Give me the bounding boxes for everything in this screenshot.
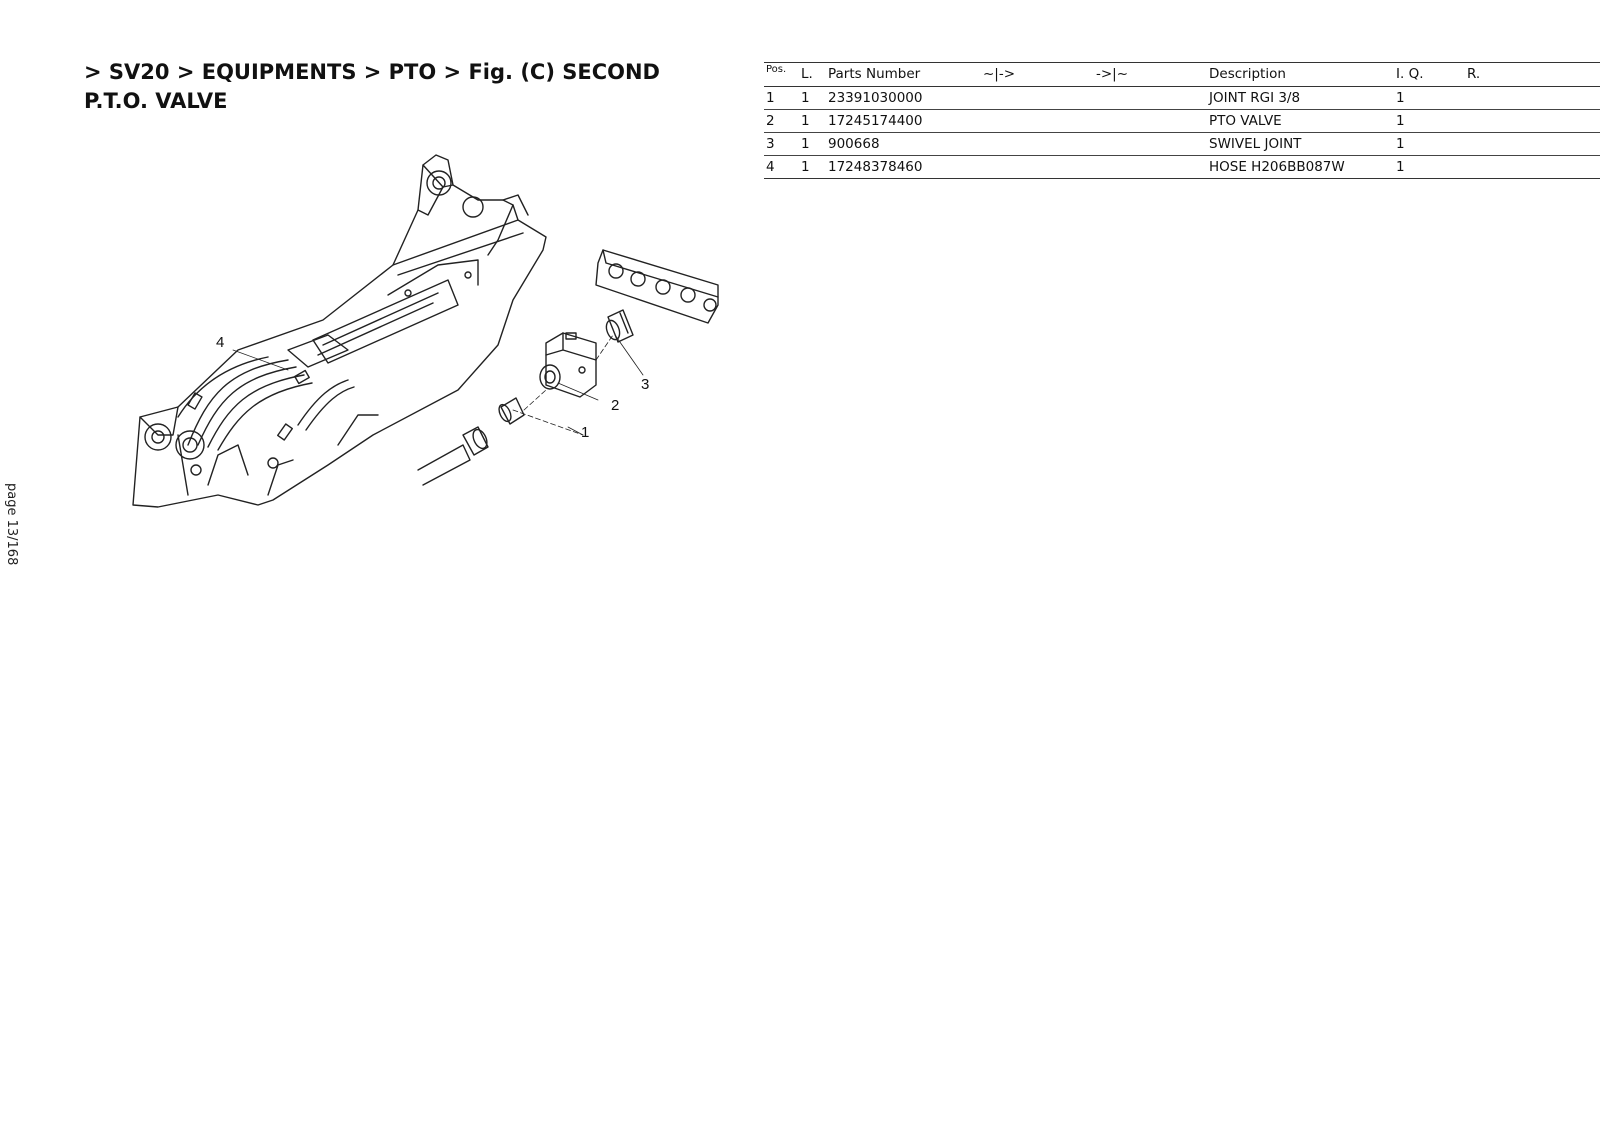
cell-l: 1 [799, 155, 826, 179]
header-description: Description [1207, 62, 1394, 87]
cell-description: SWIVEL JOINT [1207, 132, 1394, 156]
cell-to [1094, 155, 1207, 179]
cell-l: 1 [799, 109, 826, 133]
callout-1: 1 [581, 424, 589, 441]
cell-parts-number: 17248378460 [826, 155, 981, 179]
cell-from [981, 86, 1094, 110]
swivel-joint-illustration [605, 309, 634, 343]
cell-to [1094, 132, 1207, 156]
table-row: 2 1 17245174400 PTO VALVE 1 [764, 109, 1600, 133]
table-row: 4 1 17248378460 HOSE H206BB087W 1 [764, 155, 1600, 179]
cell-parts-number: 900668 [826, 132, 981, 156]
cell-pos: 2 [764, 109, 799, 133]
header-r: R. [1465, 62, 1600, 87]
callout-4: 4 [216, 334, 224, 351]
cell-to [1094, 109, 1207, 133]
cell-iq: 1 [1394, 155, 1465, 179]
pto-valve-illustration [539, 332, 597, 398]
cell-description: PTO VALVE [1207, 109, 1394, 133]
header-from: ~|-> [981, 62, 1094, 87]
cell-from [981, 132, 1094, 156]
cell-pos: 4 [764, 155, 799, 179]
cell-parts-number: 17245174400 [826, 109, 981, 133]
cell-description: HOSE H206BB087W [1207, 155, 1394, 179]
cell-description: JOINT RGI 3/8 [1207, 86, 1394, 110]
hose-end-illustration [417, 426, 489, 486]
cell-pos: 1 [764, 86, 799, 110]
cell-l: 1 [799, 86, 826, 110]
callout-3: 3 [641, 376, 649, 393]
joint-illustration [498, 397, 525, 425]
page-title: > SV20 > EQUIPMENTS > PTO > Fig. (C) SEC… [84, 60, 660, 113]
header-iq: I. Q. [1394, 62, 1465, 87]
hose-bundle-illustration [177, 356, 355, 451]
header-to: ->|~ [1094, 62, 1207, 87]
cell-r [1465, 155, 1600, 179]
parts-table: Pos. L. Parts Number ~|-> ->|~ Descripti… [764, 62, 1600, 179]
table-row: 3 1 900668 SWIVEL JOINT 1 [764, 132, 1600, 156]
table-header-row: Pos. L. Parts Number ~|-> ->|~ Descripti… [764, 62, 1600, 87]
cell-iq: 1 [1394, 109, 1465, 133]
cell-iq: 1 [1394, 86, 1465, 110]
cell-from [981, 155, 1094, 179]
exploded-parts-drawing: 1 2 3 4 [132, 154, 719, 508]
header-pos: Pos. [764, 62, 799, 87]
distribution-block-illustration [595, 249, 719, 324]
callout-leaders [232, 334, 644, 436]
table-row: 1 1 23391030000 JOINT RGI 3/8 1 [764, 86, 1600, 110]
cell-to [1094, 86, 1207, 110]
boom-arm-illustration [132, 154, 547, 508]
cell-r [1465, 86, 1600, 110]
cell-r [1465, 132, 1600, 156]
header-parts-number: Parts Number [826, 62, 981, 87]
cell-pos: 3 [764, 132, 799, 156]
cell-l: 1 [799, 132, 826, 156]
cell-iq: 1 [1394, 132, 1465, 156]
page-number: page 13/168 [4, 483, 19, 566]
callout-2: 2 [611, 397, 619, 414]
cell-r [1465, 109, 1600, 133]
header-l: L. [799, 62, 826, 87]
cell-parts-number: 23391030000 [826, 86, 981, 110]
cell-from [981, 109, 1094, 133]
